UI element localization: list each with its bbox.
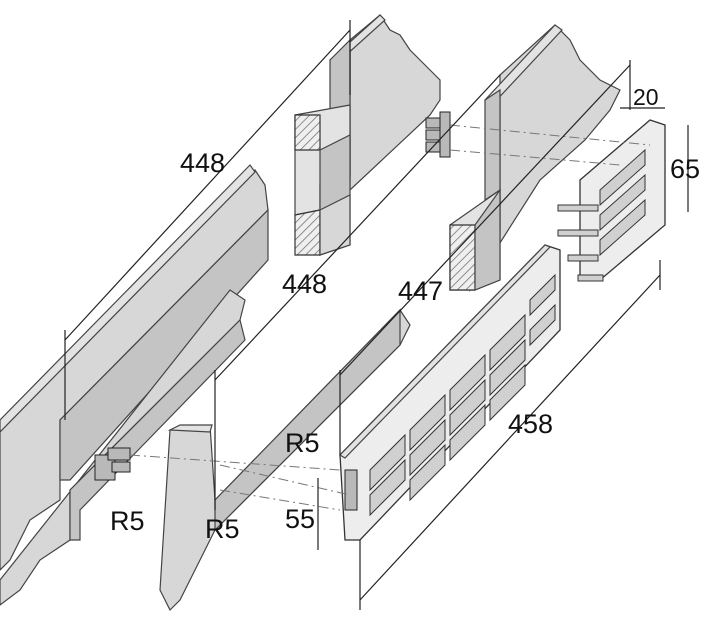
front-grille	[339, 244, 561, 541]
dim-lower-height: 55	[285, 504, 315, 534]
dim-radius-upper: R5	[285, 428, 320, 458]
right-wall-panel	[449, 24, 621, 293]
dim-grille-height: 65	[670, 154, 700, 184]
top-middle-wall-panel	[294, 14, 441, 256]
grille-slots	[369, 273, 556, 517]
dim-middle-wall-length: 448	[282, 269, 327, 299]
dim-opening-length: 447	[398, 276, 443, 306]
dim-top-wall-length: 448	[180, 148, 225, 178]
dim-radius-left: R5	[110, 506, 145, 536]
dim-radius-middle: R5	[205, 514, 240, 544]
dim-grille-depth: 20	[633, 84, 659, 110]
rear-grille-insert	[557, 119, 666, 282]
alignment-lines	[129, 124, 651, 511]
lower-mounting-clip	[94, 447, 131, 481]
dim-grille-length: 458	[508, 409, 553, 439]
lower-left-wall-panel	[0, 289, 246, 606]
dimension-lines	[64, 20, 689, 610]
